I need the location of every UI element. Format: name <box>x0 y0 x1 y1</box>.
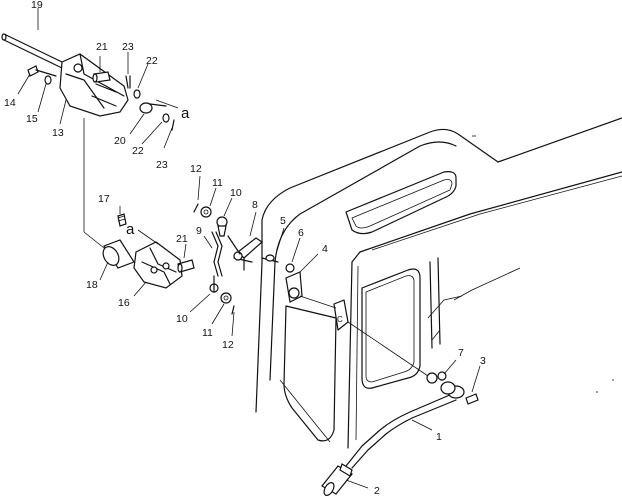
callout-16: 16 <box>118 297 130 309</box>
lever-assembly <box>321 371 479 496</box>
linkage <box>193 203 263 315</box>
callout-23-lower: 23 <box>156 159 168 171</box>
callout-21: 21 <box>96 41 108 53</box>
callout-15: 15 <box>26 113 38 125</box>
callout-8: 8 <box>252 199 258 211</box>
callout-22: 22 <box>146 55 158 67</box>
callout-23: 23 <box>122 41 134 53</box>
callout-21-lower: 21 <box>176 233 188 245</box>
callout-19: 19 <box>31 0 43 11</box>
leaders <box>17 8 481 489</box>
callout-11: 11 <box>212 177 223 189</box>
plate-mark: C <box>337 315 343 324</box>
callout-20: 20 <box>114 135 126 147</box>
callout-6: 6 <box>298 227 304 239</box>
alignment-line <box>347 321 429 377</box>
callout-14: 14 <box>4 97 16 109</box>
cab-body: C <box>255 117 622 449</box>
callout-11-lower: 11 <box>202 327 213 339</box>
callout-3: 3 <box>480 355 486 367</box>
callout-1: 1 <box>436 431 442 443</box>
bracket-4 <box>261 254 337 309</box>
bracket-16 <box>102 213 195 289</box>
callout-5: 5 <box>280 215 286 227</box>
callout-12-lower: 12 <box>222 339 234 351</box>
callout-a-upper: a <box>181 105 190 122</box>
callout-13: 13 <box>52 127 64 139</box>
callout-10-lower: 10 <box>176 313 188 325</box>
callout-9: 9 <box>196 225 202 237</box>
callout-a-lower: a <box>126 221 135 238</box>
callout-17: 17 <box>98 193 110 205</box>
callout-18: 18 <box>86 279 98 291</box>
callout-2: 2 <box>374 485 380 496</box>
callout-7: 7 <box>458 347 464 359</box>
callout-4: 4 <box>322 243 328 255</box>
callout-22-lower: 22 <box>132 145 144 157</box>
callout-12: 12 <box>190 163 202 175</box>
callout-10: 10 <box>230 187 242 199</box>
bracket-13 <box>1 33 179 249</box>
callout-labels: 19 21 23 22 14 15 13 a 20 22 23 12 11 10… <box>4 0 486 496</box>
